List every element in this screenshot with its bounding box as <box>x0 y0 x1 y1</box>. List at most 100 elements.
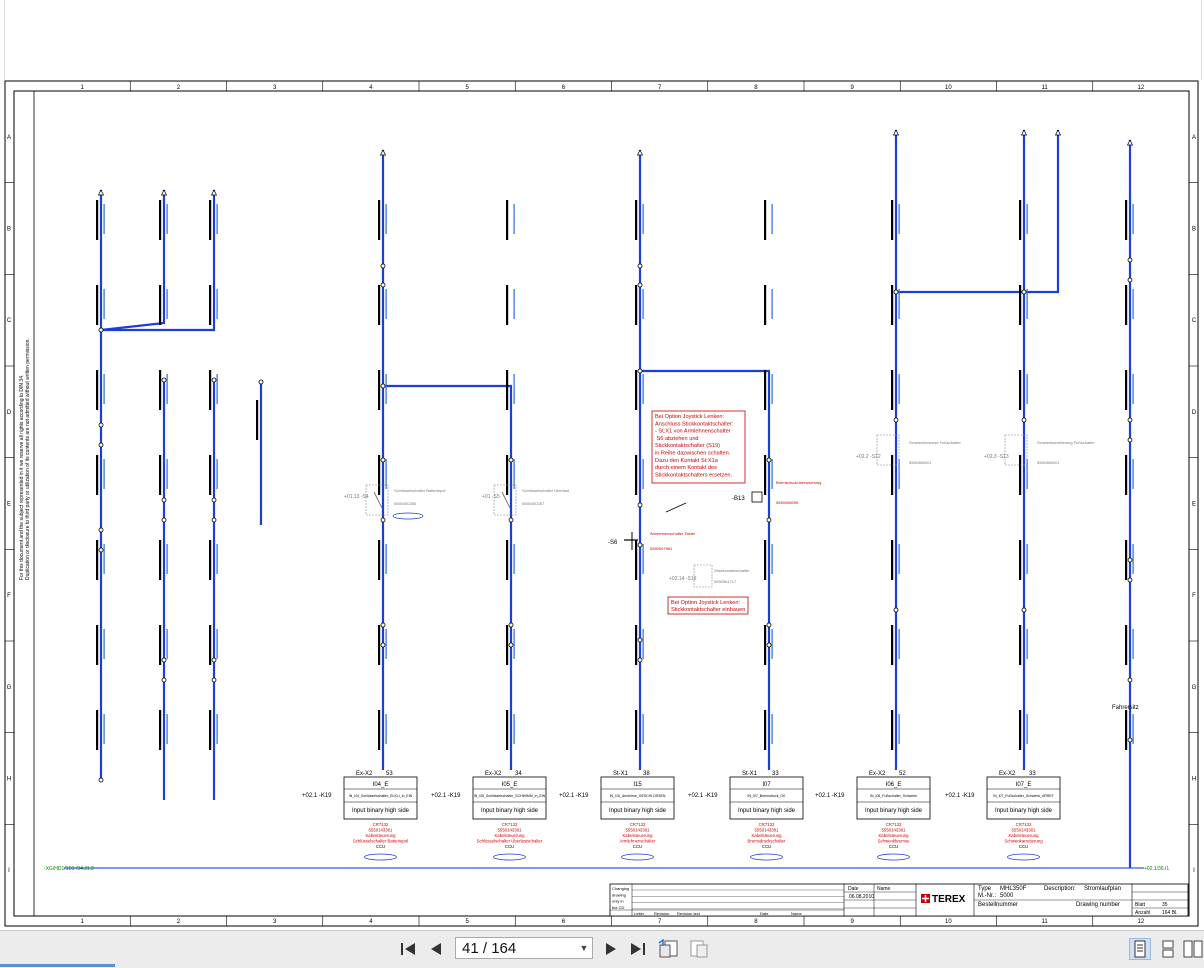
page-number-field[interactable]: 41 / 164 ▼ <box>455 937 593 959</box>
device-s5: +01 -S5 Schlüsselschalter Überlast 55504… <box>482 484 570 516</box>
wire-c1-branch-a <box>100 190 166 332</box>
io-box-signal: IN_I06_Fußschalter_Schwenk <box>870 794 917 798</box>
io-box-conn: Ex-X2 <box>999 771 1016 777</box>
device-s5-ref: +01 -S5 <box>482 494 500 500</box>
device-s6: -S6 Armlehnenschalter Taster 5550097961 <box>608 531 696 551</box>
grid-row-left-I: I <box>8 868 10 874</box>
io-box-code: Bremsdruckschalter <box>748 839 787 844</box>
continuous-mode-button[interactable] <box>1157 938 1179 960</box>
io-box-code: CCU <box>633 844 642 849</box>
prev-page-button[interactable] <box>425 939 447 959</box>
grid-col-top-5: 5 <box>465 85 469 91</box>
continuous-icon <box>1162 940 1174 958</box>
tb-sheet-label: Blatt <box>1135 902 1146 908</box>
tb-name-label: Name <box>877 886 891 892</box>
device-s6-name: Armlehnenschalter Taster <box>650 531 696 536</box>
io-box-link <box>1007 853 1040 861</box>
tb-bestell: Bestellnummer <box>978 902 1018 908</box>
io-box-ref: +02.1 -K19 <box>815 793 845 799</box>
wire-labels <box>96 200 1134 750</box>
note-joystick-2: Bei Option Joystick Lenken:Stickkontakts… <box>667 596 749 615</box>
io-box-signal: IN_I15_Armlehne_GESCHLOSSEN <box>610 794 666 798</box>
grid-col-bottom-12: 12 <box>1138 919 1145 925</box>
grid-col-bottom-11: 11 <box>1042 919 1049 925</box>
io-box-code: CR7132 <box>630 822 646 827</box>
terex-logo: TEREX <box>921 894 966 905</box>
io-box-link <box>621 853 654 861</box>
tb-row-label: only in <box>612 899 624 904</box>
drawing-frame <box>13 90 1190 917</box>
io-box-conn: Ex-X2 <box>869 771 886 777</box>
grid-row-right-I: I <box>1193 868 1195 874</box>
io-box-signal: IN_I05_Schlüsselschalter_SCHWIMM_in_EIN <box>474 794 546 798</box>
grid-row-right-C: C <box>1192 318 1197 324</box>
io-box-signal: IN_I07_Bremsdruck_OK <box>748 794 787 798</box>
grid-row-left-C: C <box>7 318 12 324</box>
margin-text-line2: Duplication or disclosure to third party… <box>25 338 31 580</box>
tb-sheet-value: 35 <box>1162 902 1168 908</box>
io-box-conn: St-X1 <box>742 771 758 777</box>
tb-desc-value: Stromlaufplan <box>1084 886 1121 892</box>
device-s4-num: 5550450280 <box>394 501 417 506</box>
device-s6-num: 5550097961 <box>650 546 673 551</box>
io-box-code: 5550143381 <box>755 828 780 833</box>
wire-c1-branch-b <box>101 190 216 332</box>
grid-col-bottom-9: 9 <box>850 919 854 925</box>
tb-mnr-label: M.-Nr.: <box>978 893 996 899</box>
tb-desc-label: Description: <box>1044 886 1076 892</box>
io-box-device: I07 <box>762 782 771 788</box>
page-separator: / <box>478 939 492 957</box>
grid-col-bottom-1: 1 <box>80 919 84 925</box>
tb-of-value: 164 Bl. <box>1162 910 1178 916</box>
tb-drawing: Drawing number <box>1076 902 1120 908</box>
current-page: 41 <box>462 939 479 957</box>
io-box-link <box>364 853 397 861</box>
grid-col-bottom-5: 5 <box>465 919 469 925</box>
first-page-icon <box>401 943 415 955</box>
next-page-button[interactable] <box>600 939 622 959</box>
io-box-code: CR7132 <box>759 822 775 827</box>
io-box-code: Armlehnenschalter <box>620 839 656 844</box>
single-page-mode-button[interactable] <box>1129 938 1151 960</box>
two-page-mode-button[interactable] <box>1182 938 1204 960</box>
grid-col-bottom-4: 4 <box>369 919 373 925</box>
first-page-button[interactable] <box>397 939 419 959</box>
io-box-code: CR7132 <box>886 822 902 827</box>
go-forward-view-button[interactable] <box>688 939 710 959</box>
tb-row-label: drawing <box>612 892 626 897</box>
device-b13: -B13 Bremsdrucküberwachung 5550058090 <box>732 480 821 505</box>
io-box-desc: Input binary high side <box>738 808 796 814</box>
margin-text-line1: For this document and the subject repres… <box>19 375 25 580</box>
ref-right-bottom: +02.1/36.I1 <box>1144 866 1169 872</box>
grid-row-left-B: B <box>7 227 11 233</box>
chevron-down-icon[interactable]: ▼ <box>579 943 589 953</box>
io-box-link <box>750 853 783 861</box>
io-box-pin: 33 <box>1029 771 1036 777</box>
device-s13-ref: +02.3 -S13 <box>984 454 1009 460</box>
ref-left-bottom: -XG/HD1/1B1 /34.J1.2 <box>44 866 94 872</box>
tb-rev-header: Name <box>791 911 802 916</box>
io-box-signal: IN_I07_Fußschalter_Schwenk_ARRET <box>993 794 1055 798</box>
io-box-pin: 38 <box>643 771 650 777</box>
go-back-view-button[interactable] <box>657 939 679 959</box>
tb-date-label: Date <box>848 886 859 892</box>
io-box-device: I07_E <box>1016 782 1032 788</box>
device-s12: +02.2 -S12 Schwenkbremse Fußschalter 555… <box>856 434 961 466</box>
io-box-code: Schwenkbremse <box>878 839 910 844</box>
io-box-code: CR7132 <box>502 822 518 827</box>
wires <box>99 130 1132 868</box>
tb-row-label: Changing <box>612 886 629 891</box>
last-page-button[interactable] <box>627 939 649 959</box>
io-box-code: Kabelsteuerung <box>751 833 782 838</box>
viewer-toolbar: 41 / 164 ▼ <box>0 930 1204 968</box>
grid-row-right-B: B <box>1192 227 1196 233</box>
go-back-view-icon <box>658 939 678 958</box>
two-page-icon <box>1183 940 1203 958</box>
device-s12-num: 5550368001 <box>909 460 932 465</box>
page-top-margin <box>4 0 1202 80</box>
grid-row-left-A: A <box>7 135 11 141</box>
